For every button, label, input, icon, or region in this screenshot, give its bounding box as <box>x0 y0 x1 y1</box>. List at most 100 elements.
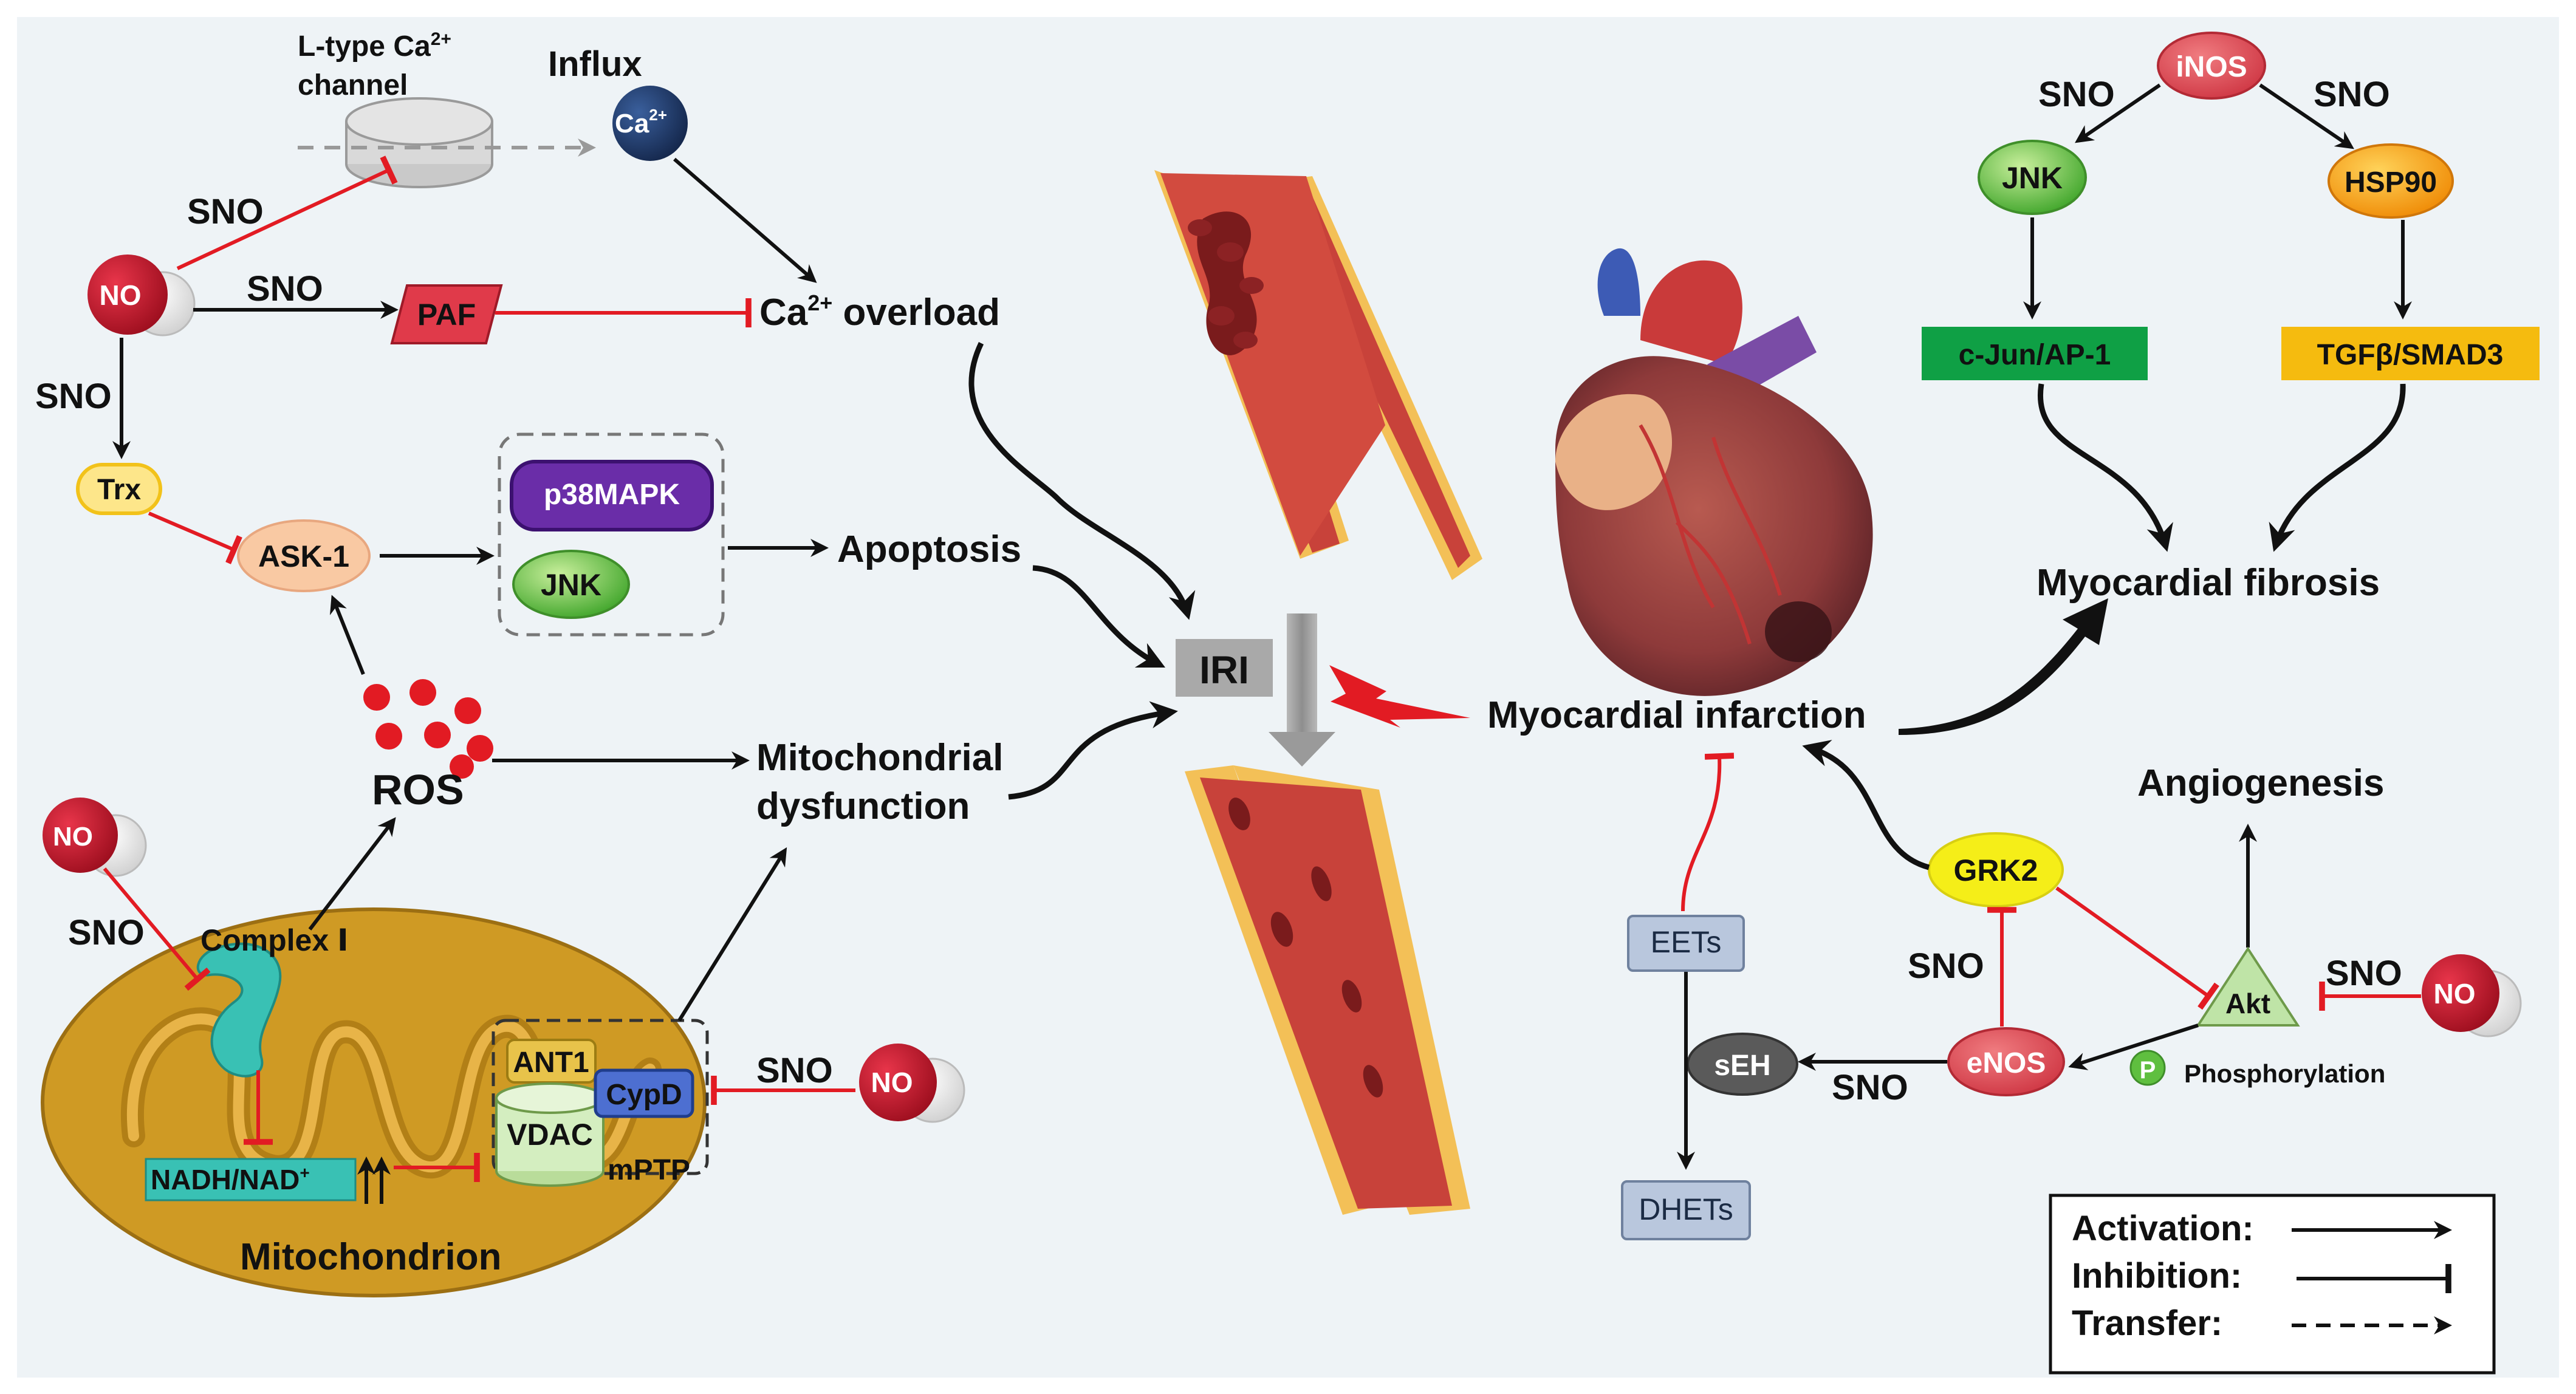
inhibit-no-to-complex1 <box>103 867 211 991</box>
myocardial-fibrosis-label: Myocardial fibrosis <box>2036 562 2380 604</box>
jnk-right-node: JNK <box>1978 140 2087 215</box>
tgfb-node: TGFβ/SMAD3 <box>2281 327 2540 380</box>
sno-label-3: SNO <box>35 377 112 416</box>
svg-text:iNOS: iNOS <box>2176 51 2247 83</box>
mptp-label: mPTP <box>608 1154 690 1186</box>
angiogenesis-label: Angiogenesis <box>2137 762 2385 804</box>
influx-label: Influx <box>548 44 642 84</box>
ca-overload-label: Ca2+ overload <box>759 290 1000 333</box>
svg-text:c-Jun/AP-1: c-Jun/AP-1 <box>1959 339 2111 371</box>
ask1-node: ASK-1 <box>237 519 371 592</box>
arrow-mptp-to-mito-dysfunction <box>677 847 787 1022</box>
complex1-icon <box>196 942 282 1078</box>
arrow-complex1-to-ros <box>308 817 396 931</box>
svg-text:sEH: sEH <box>1714 1050 1770 1082</box>
ros-dots-icon <box>363 679 493 779</box>
sno-label-5: SNO <box>756 1051 833 1090</box>
svg-text:VDAC: VDAC <box>507 1118 593 1152</box>
ros-label: ROS <box>372 766 464 813</box>
sno-label-4: SNO <box>68 913 145 952</box>
svg-text:Ca2+: Ca2+ <box>615 106 667 138</box>
sno-label-1: SNO <box>187 192 264 231</box>
akt-node: Akt <box>2196 946 2300 1027</box>
no-molecule-akt: NO <box>2422 954 2522 1037</box>
eets-node: EETs <box>1627 915 1745 972</box>
arrow-akt-to-enos <box>2068 1023 2199 1070</box>
arrow-cjun-to-fibrosis <box>2037 383 2173 552</box>
mitochondrion-label: Mitochondrion <box>240 1236 501 1278</box>
mito-dysfunction-label-2: dysfunction <box>756 785 970 827</box>
arrow-inos-to-hsp90 <box>2259 83 2354 149</box>
ant1-node: ANT1 <box>506 1039 597 1084</box>
hsp90-node: HSP90 <box>2328 143 2454 219</box>
myocardial-infarction-label: Myocardial infarction <box>1487 694 1866 736</box>
legend-inhibition-label: Inhibition: <box>2072 1256 2242 1296</box>
arrow-ca-to-overload <box>673 157 817 283</box>
sno-label-2: SNO <box>247 269 323 309</box>
mptp-group-box <box>492 1019 709 1175</box>
sno-label-6: SNO <box>2038 75 2115 114</box>
complex1-label: Complex Ⅰ <box>200 923 349 957</box>
inhibit-eets-to-infarction <box>1681 753 1735 912</box>
arrow-inos-to-jnk <box>2075 83 2161 143</box>
svg-text:NADH/NAD+: NADH/NAD+ <box>151 1163 310 1195</box>
svg-text:PAF: PAF <box>417 298 476 332</box>
svg-text:TGFβ/SMAD3: TGFβ/SMAD3 <box>2317 339 2504 371</box>
grk2-node: GRK2 <box>1928 832 2064 907</box>
apoptosis-label: Apoptosis <box>837 528 1021 570</box>
iri-node: IRI <box>1176 639 1273 697</box>
mito-dysfunction-label-1: Mitochondrial <box>756 737 1003 779</box>
svg-text:NO: NO <box>2434 978 2476 1010</box>
seh-node: sEH <box>1687 1033 1798 1096</box>
legend-activation-label: Activation: <box>2072 1209 2254 1248</box>
inhibit-grk2-to-akt <box>2055 886 2219 1010</box>
mapk-group-box <box>498 432 725 637</box>
svg-text:CypD: CypD <box>606 1079 682 1111</box>
svg-text:ANT1: ANT1 <box>513 1047 589 1079</box>
sno-label-8: SNO <box>2326 954 2402 993</box>
l-type-channel-icon <box>345 97 493 188</box>
sno-label-7: SNO <box>2314 75 2390 114</box>
svg-text:NO: NO <box>53 822 93 852</box>
svg-text:NO: NO <box>100 279 142 311</box>
svg-text:JNK: JNK <box>2002 161 2063 195</box>
svg-text:NO: NO <box>871 1067 913 1098</box>
svg-text:Trx: Trx <box>97 474 141 506</box>
arrow-grk2-to-infarction <box>1802 740 1930 870</box>
no-molecule-top: NO <box>87 255 196 337</box>
legend-transfer-label: Transfer: <box>2072 1303 2222 1343</box>
arrow-infarction-to-fibrosis <box>1899 598 2108 735</box>
phosphorylation-label: Phosphorylation <box>2184 1059 2385 1088</box>
arrow-tgfb-to-fibrosis <box>2269 383 2406 552</box>
no-molecule-mito: NO <box>43 798 147 877</box>
sno-label-10: SNO <box>1832 1068 1908 1107</box>
phosphorylation-badge: P <box>2129 1050 2166 1086</box>
paf-node: PAF <box>390 284 503 344</box>
l-type-channel-label-2: channel <box>298 69 408 101</box>
l-type-channel-label: L-type Ca2+ <box>298 29 451 63</box>
heart-icon <box>1555 248 1873 696</box>
svg-text:IRI: IRI <box>1199 648 1249 692</box>
svg-text:GRK2: GRK2 <box>1954 853 2038 887</box>
svg-text:DHETs: DHETs <box>1639 1192 1733 1226</box>
sno-label-9: SNO <box>1908 946 1984 986</box>
nadh-node: NADH/NAD+ <box>145 1158 357 1201</box>
inos-node: iNOS <box>2157 32 2266 100</box>
reperfused-vessel-icon <box>1185 765 1470 1215</box>
svg-text:p38MAPK: p38MAPK <box>544 479 680 511</box>
arrow-mito-to-iri <box>1008 701 1178 800</box>
trx-node: Trx <box>76 463 162 515</box>
p38mapk-node: p38MAPK <box>510 460 714 531</box>
arrow-overload-to-iri <box>968 342 1196 620</box>
iri-down-arrow-icon <box>1269 613 1335 767</box>
cjun-node: c-Jun/AP-1 <box>1922 327 2148 380</box>
vdac-node: VDAC <box>495 1082 605 1187</box>
svg-text:HSP90: HSP90 <box>2345 166 2437 199</box>
jnk-left-node: JNK <box>512 550 630 619</box>
svg-text:EETs: EETs <box>1651 925 1722 959</box>
no-molecule-mptp: NO <box>859 1044 965 1123</box>
svg-text:P: P <box>2140 1057 2156 1084</box>
lightning-icon <box>1329 665 1470 728</box>
ca-ion-node: Ca2+ <box>612 86 688 161</box>
